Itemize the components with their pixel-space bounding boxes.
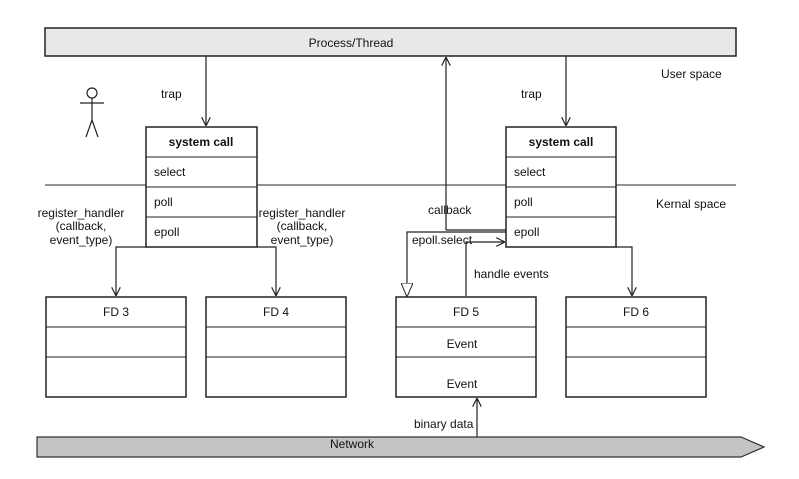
fd-box-fd6: FD 6 <box>565 296 707 398</box>
register-handler-right-line2: (callback, <box>277 219 328 233</box>
fd4-title: FD 4 <box>263 305 289 319</box>
left-syscall-table: system call select poll epoll <box>145 126 258 248</box>
fd6-title: FD 6 <box>623 305 649 319</box>
binary-data-label: binary data <box>414 417 474 431</box>
left-syscall-title: system call <box>169 135 234 149</box>
register-handler-left-line1: register_handler <box>38 206 125 220</box>
register-handler-right-line1: register_handler <box>259 206 346 220</box>
network-label: Network <box>330 437 375 451</box>
epoll-select-arrow <box>407 231 506 296</box>
epoll-select-label: epoll.select <box>412 233 473 247</box>
fd5-event-2: Event <box>447 377 478 391</box>
fd-box-fd4: FD 4 <box>205 296 347 398</box>
register-handler-left-line2: (callback, <box>56 219 107 233</box>
right-trap-label: trap <box>521 87 542 101</box>
process-thread-bar: Process/Thread <box>44 27 737 57</box>
right-syscall-poll: poll <box>514 195 533 209</box>
epoll-to-fd3-arrow <box>116 246 146 295</box>
register-handler-right-line3: event_type) <box>271 233 334 247</box>
right-syscall-table: system call select poll epoll <box>505 126 617 248</box>
fd-box-fd5: FD 5 Event Event <box>395 296 537 398</box>
callback-label: callback <box>428 203 472 217</box>
handle-events-label: handle events <box>474 267 549 281</box>
register-handler-left-line3: event_type) <box>50 233 113 247</box>
fd5-title: FD 5 <box>453 305 479 319</box>
epoll-to-fd6-arrow <box>616 246 632 295</box>
left-syscall-select: select <box>154 165 186 179</box>
user-space-label: User space <box>661 67 722 81</box>
right-syscall-select: select <box>514 165 546 179</box>
left-trap-label: trap <box>161 87 182 101</box>
epoll-to-fd4-arrow <box>257 246 276 295</box>
fd-box-fd3: FD 3 <box>45 296 187 398</box>
left-syscall-epoll: epoll <box>154 225 179 239</box>
process-thread-label: Process/Thread <box>309 36 394 50</box>
handle-events-arrow <box>465 242 504 296</box>
kernel-space-label: Kernal space <box>656 197 726 211</box>
left-syscall-poll: poll <box>154 195 173 209</box>
stick-figure-icon <box>80 87 104 138</box>
network-bar: Network <box>36 436 766 458</box>
right-syscall-epoll: epoll <box>514 225 539 239</box>
fd3-title: FD 3 <box>103 305 129 319</box>
fd5-event-1: Event <box>447 337 478 351</box>
right-syscall-title: system call <box>529 135 594 149</box>
